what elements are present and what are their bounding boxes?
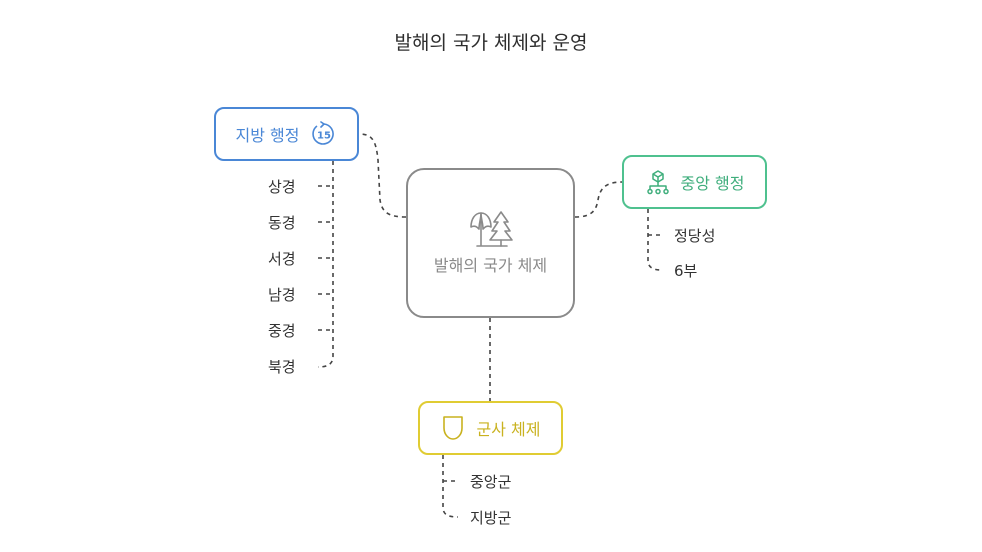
connector-center-local (358, 133, 407, 218)
shield-icon (441, 414, 465, 442)
local-item: 중경 (268, 322, 296, 340)
local-admin-node: 지방 행정 15 (214, 107, 359, 161)
connector-local-list (317, 161, 334, 368)
military-node: 군사 체제 (418, 401, 563, 455)
hierarchy-icon (645, 169, 671, 195)
badge-number: 15 (318, 131, 332, 142)
local-item: 남경 (268, 286, 296, 304)
local-admin-label: 지방 행정 (235, 126, 300, 145)
connector-military-list (442, 455, 459, 518)
fifteen-badge-icon: 15 (311, 121, 337, 147)
military-label: 군사 체제 (476, 420, 541, 439)
military-item: 지방군 (470, 509, 512, 527)
connector-center-central (574, 181, 623, 218)
local-item: 동경 (268, 214, 296, 232)
central-admin-label: 중앙 행정 (680, 174, 745, 193)
central-admin-node: 중앙 행정 (622, 155, 767, 209)
central-item: 정당성 (674, 227, 716, 245)
military-item: 중앙군 (470, 473, 512, 491)
local-item: 북경 (268, 358, 296, 376)
center-node: 발해의 국가 체제 (406, 168, 575, 318)
center-label: 발해의 국가 체제 (433, 256, 548, 275)
diagram-title: 발해의 국가 체제와 운영 (394, 32, 588, 54)
local-item: 서경 (268, 250, 296, 268)
trees-icon (467, 209, 515, 249)
connector-central-list (647, 209, 663, 271)
local-item: 상경 (268, 178, 296, 196)
central-item: 6부 (674, 262, 698, 280)
